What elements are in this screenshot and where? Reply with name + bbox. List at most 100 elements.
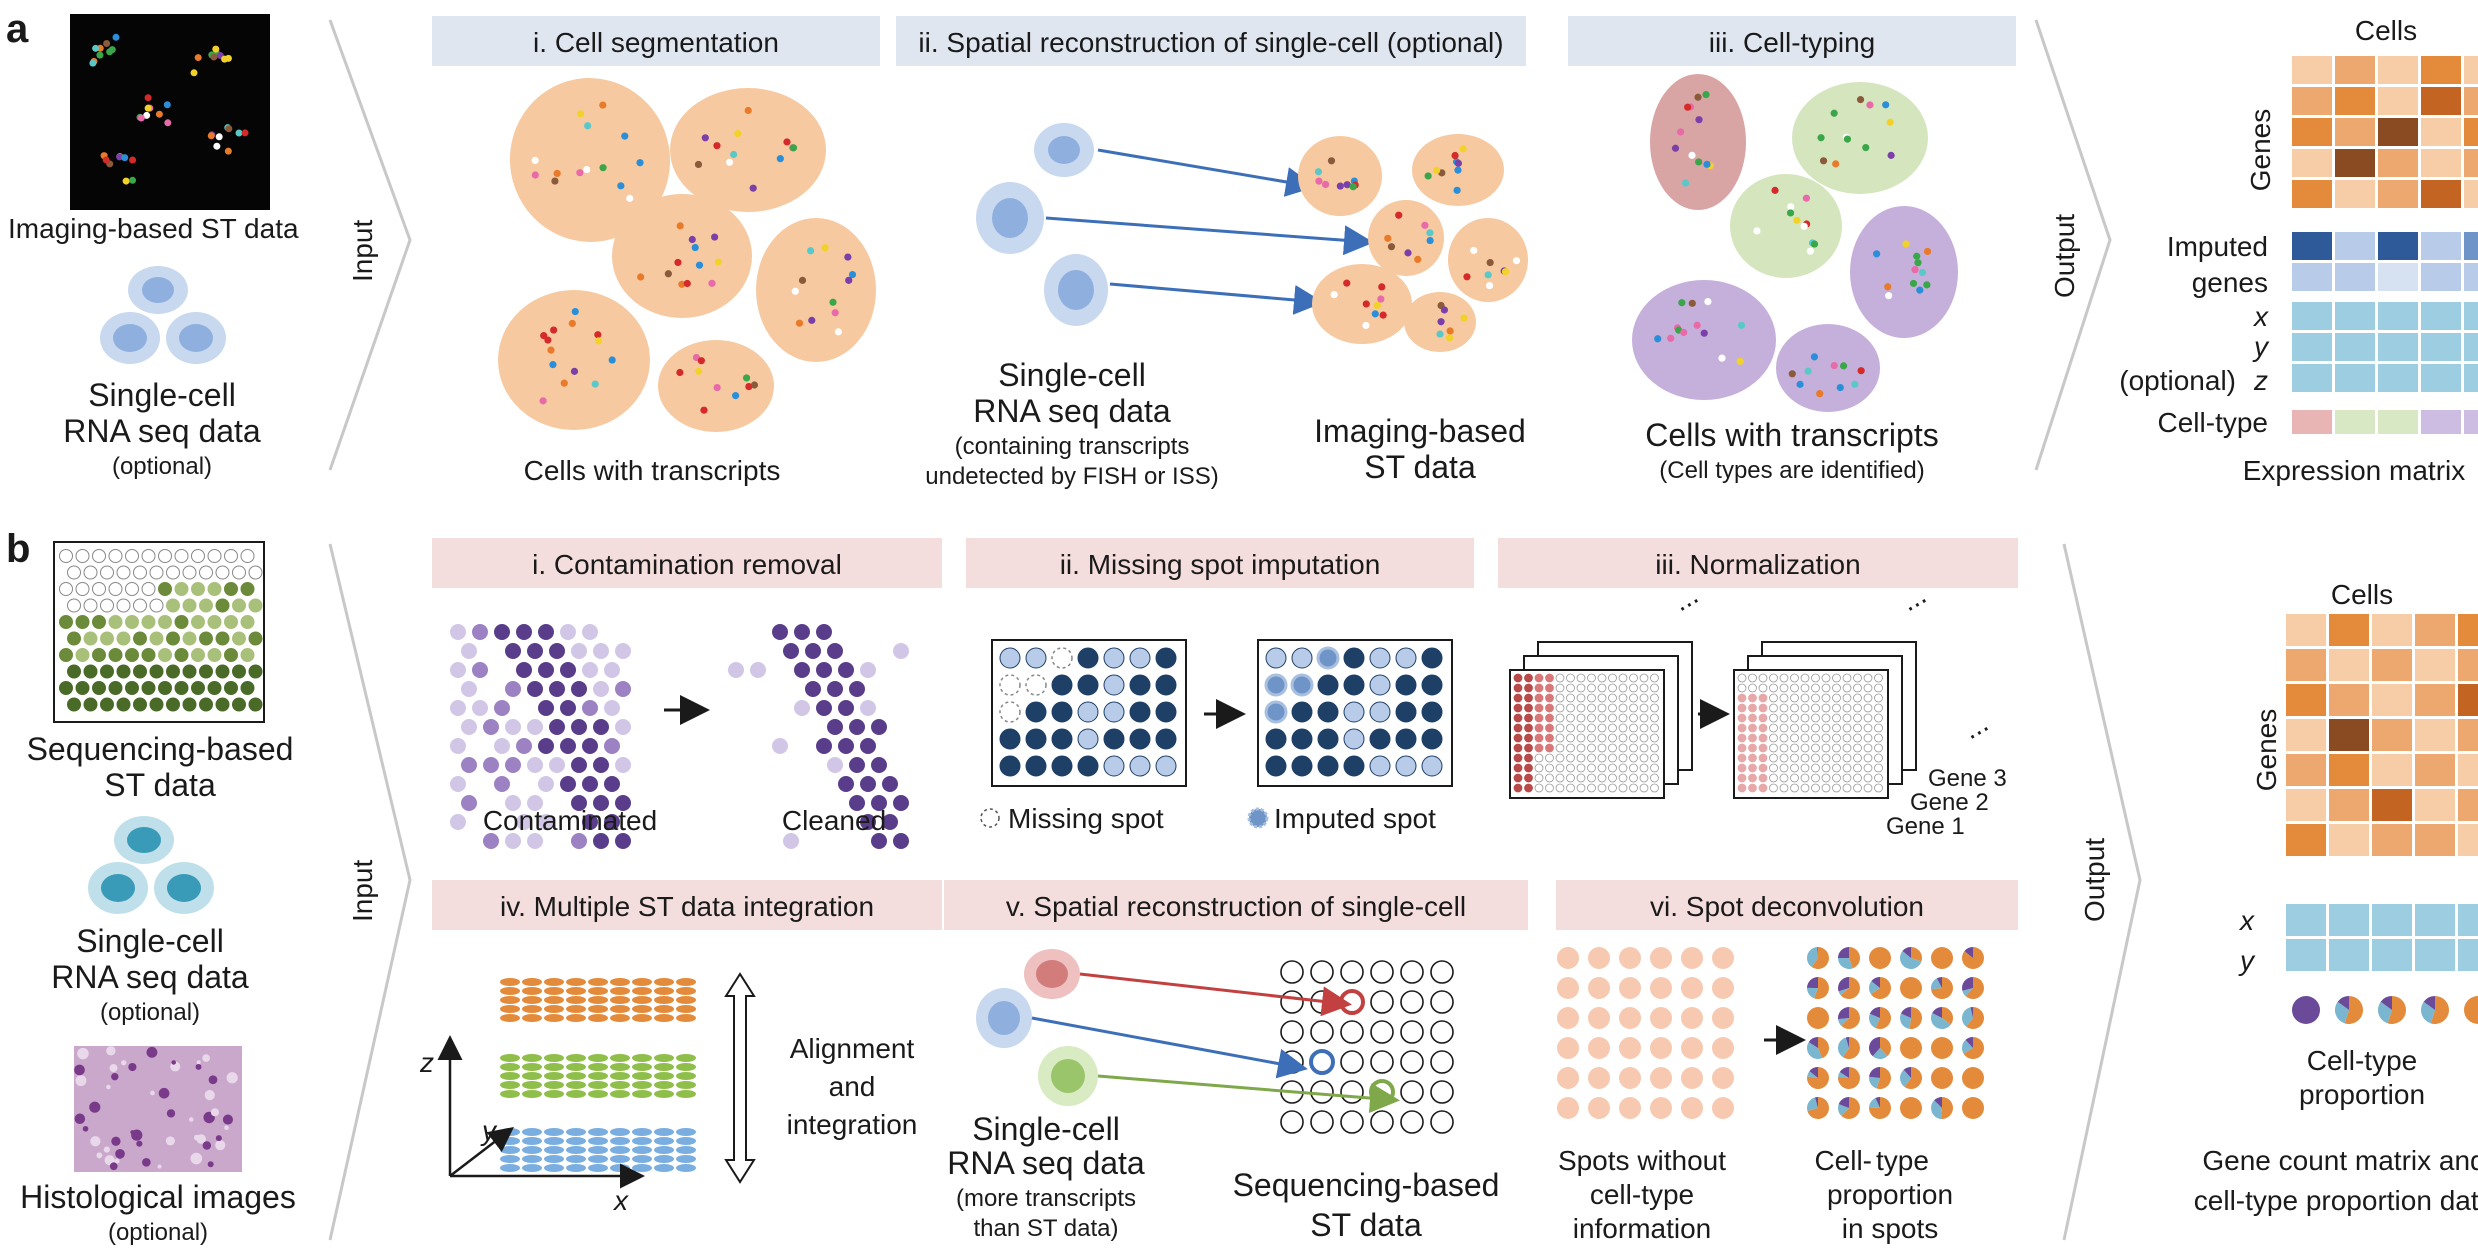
spot — [1566, 743, 1575, 753]
spot — [1129, 674, 1151, 696]
spot — [1129, 647, 1151, 669]
transcript-dot — [776, 155, 784, 163]
spot — [1618, 773, 1628, 783]
celltype-proportion-row — [2292, 996, 2478, 1025]
matrix-cell — [2335, 149, 2375, 177]
spot — [794, 662, 810, 678]
spot — [1779, 773, 1789, 783]
spot — [505, 643, 521, 659]
spot — [1587, 703, 1596, 713]
spot — [1842, 693, 1852, 703]
spot — [1524, 703, 1533, 713]
spot — [1807, 1007, 1829, 1029]
spot — [1340, 1110, 1364, 1134]
spot — [1681, 1037, 1703, 1059]
spot — [207, 615, 222, 629]
spot — [549, 643, 565, 659]
spot — [1779, 753, 1789, 763]
histo-blob — [150, 1090, 155, 1096]
spot — [849, 681, 865, 697]
spot — [199, 565, 213, 580]
spot — [999, 647, 1021, 669]
transcript-dot — [1704, 297, 1712, 306]
transcript-dot — [1918, 268, 1927, 277]
transcript-dot — [1693, 321, 1701, 329]
spot — [1555, 683, 1565, 693]
spot — [1811, 753, 1820, 763]
spot — [1737, 773, 1747, 783]
spot — [1619, 947, 1641, 969]
img-caption-a2-2: ST data — [1364, 449, 1476, 485]
histo-blob — [224, 1125, 229, 1131]
matrix-cell — [2415, 824, 2455, 856]
histo-blob — [109, 1162, 118, 1171]
input-chevron-b — [328, 543, 412, 1241]
spot — [1155, 647, 1177, 669]
spot — [783, 833, 799, 849]
spot — [1587, 783, 1596, 793]
spot — [461, 795, 477, 811]
spot — [1545, 713, 1554, 723]
spot — [1555, 753, 1565, 763]
pie-slice — [2337, 996, 2349, 1010]
spot — [860, 662, 876, 678]
transcript-dot — [844, 253, 852, 261]
transcript-dot — [1349, 183, 1357, 191]
spot — [141, 615, 156, 629]
spot — [1534, 733, 1544, 743]
spot — [610, 1164, 630, 1172]
matrix-cell — [2378, 410, 2418, 434]
spot — [588, 1090, 608, 1098]
spot — [1874, 693, 1883, 703]
spot — [1619, 1037, 1641, 1059]
spot — [1790, 743, 1799, 753]
histo-blob — [128, 1062, 137, 1072]
spot — [544, 1146, 564, 1154]
sc-caption-b5-4: than ST data) — [974, 1215, 1119, 1242]
spot — [522, 1054, 542, 1062]
transcript-dot — [695, 261, 704, 269]
spot — [1566, 783, 1575, 793]
spot — [588, 1005, 608, 1013]
spot — [1832, 733, 1841, 743]
spot — [1608, 683, 1617, 693]
pie-slice — [2423, 996, 2435, 1010]
spot — [1618, 673, 1628, 683]
spot — [522, 1090, 542, 1098]
spot — [538, 624, 554, 640]
transcript-dot — [1700, 329, 1708, 337]
transcript-dot — [688, 235, 696, 244]
spot — [1534, 763, 1544, 773]
spot — [1608, 773, 1617, 783]
spot — [1587, 763, 1596, 773]
spot — [849, 795, 865, 811]
spot — [527, 833, 543, 849]
spot — [1821, 753, 1831, 763]
transcript-dot — [164, 119, 172, 127]
spot — [1832, 693, 1841, 703]
spot — [1853, 773, 1862, 783]
spot — [92, 681, 106, 695]
spot — [676, 987, 696, 995]
matrix-cell — [2292, 180, 2332, 208]
caption-cleaned: Cleaned — [782, 805, 886, 836]
matrix-cell — [2335, 410, 2375, 434]
spot — [174, 549, 189, 563]
spot — [654, 1054, 674, 1062]
spot — [1597, 713, 1607, 723]
matrix-cell — [2292, 56, 2332, 84]
spot — [522, 1146, 542, 1154]
transcript-dot — [608, 356, 616, 364]
spot — [1769, 683, 1778, 693]
matrix-cell — [2292, 333, 2332, 361]
spot — [1155, 674, 1177, 696]
spot — [1524, 753, 1533, 763]
spot — [1853, 673, 1862, 683]
histo-blob — [106, 1046, 116, 1056]
spot — [1545, 743, 1554, 753]
transcript-dot — [224, 147, 232, 155]
spot — [588, 1014, 608, 1022]
spot — [1576, 753, 1586, 763]
transcript-dot — [1371, 310, 1379, 318]
transcript-dot — [1817, 134, 1825, 142]
